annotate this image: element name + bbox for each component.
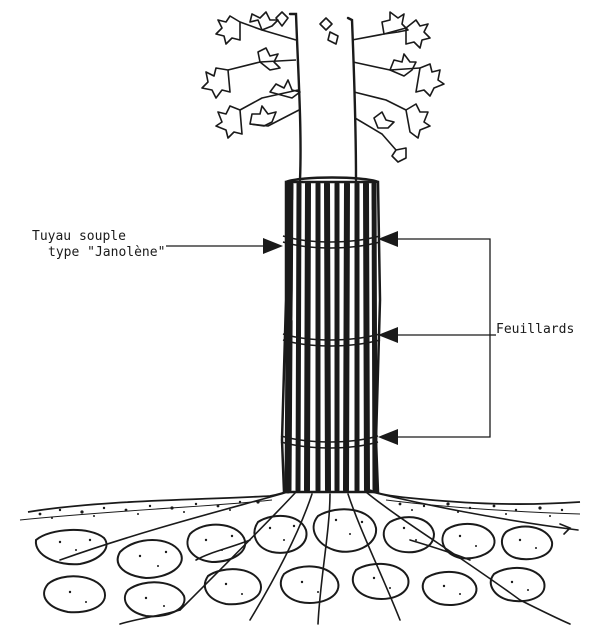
flexible-pipe-label-line1: Tuyau souple [32,229,126,244]
tree-stems [290,14,356,180]
pipe-pointer-arrow [166,238,283,254]
straps-label: Feuillards [496,322,574,337]
foliage [202,12,444,162]
ground [20,490,580,520]
flexible-pipe-label-line2: type "Janolène" [48,245,165,260]
straps-bracket [378,231,496,445]
